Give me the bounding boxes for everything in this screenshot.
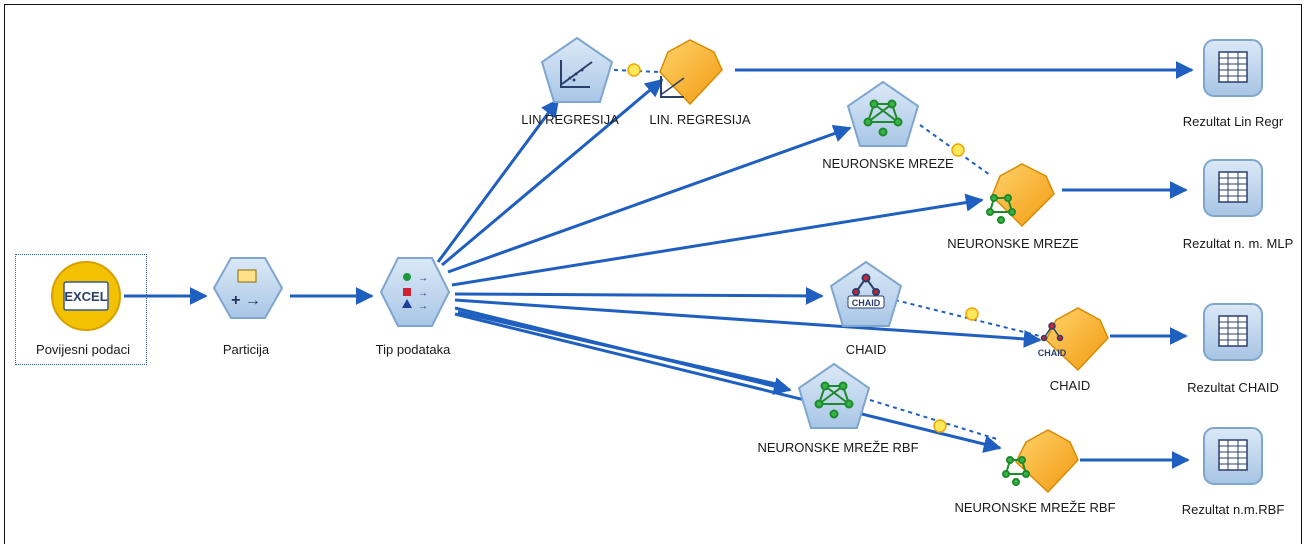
table-icon — [1218, 315, 1248, 347]
svg-text:+ →: + → — [231, 292, 261, 309]
svg-text:→: → — [418, 301, 428, 312]
node-label-nn-model: NEURONSKE MREZE — [822, 156, 954, 171]
node-label-table-chaid: Rezultat CHAID — [1187, 380, 1279, 395]
links — [124, 61, 1194, 469]
node-label-type: Tip podataka — [375, 342, 451, 357]
chaid-icon-text: CHAID — [1038, 348, 1067, 358]
node-label-chaid-model: CHAID — [845, 342, 887, 357]
table-mlp-node[interactable] — [1203, 159, 1263, 217]
link-type-linreg-nugget[interactable] — [441, 78, 664, 267]
nn-nugget-node[interactable] — [986, 163, 1055, 228]
link-type-rbf-model-2[interactable] — [457, 310, 786, 388]
table-rbf-node[interactable] — [1203, 427, 1263, 485]
tree-icon — [852, 273, 880, 296]
sparkle-icon — [933, 419, 947, 433]
node-label-table-rbf: Rezultat n.m.RBF — [1181, 502, 1285, 517]
rbf-model-node[interactable] — [797, 362, 871, 429]
node-label-source: Povijesni podaci — [36, 342, 130, 357]
linreg-nugget-node[interactable] — [659, 39, 723, 106]
tree-icon — [1040, 322, 1064, 342]
link-type-linreg-model[interactable] — [436, 98, 560, 263]
canvas-border — [4, 4, 1302, 544]
network-icon — [1002, 456, 1030, 486]
model-link-rbf — [869, 399, 1001, 441]
excel-icon: EXCEL — [64, 289, 107, 304]
link-type-chaid-nugget[interactable] — [454, 298, 1042, 348]
sparkles — [627, 63, 979, 433]
node-label-table-lin: Rezultat Lin Regr — [1182, 114, 1284, 129]
network-icon — [986, 194, 1016, 224]
scatter-icon — [660, 76, 685, 98]
stream-canvas: EXCEL + → → → → — [51, 36, 1263, 494]
type-icon: → → → — [402, 273, 428, 312]
link-type-chaid-model[interactable] — [454, 286, 824, 305]
node-label-linreg-model: LIN REGRESIJA — [521, 112, 619, 127]
selection-box — [15, 254, 147, 365]
link-type-rbf-nugget[interactable] — [454, 312, 1002, 453]
node-label-nn-nugget: NEURONSKE MREZE — [947, 236, 1079, 251]
table-icon — [1218, 51, 1248, 83]
sparkle-icon — [627, 63, 641, 77]
network-icon — [863, 99, 903, 137]
sparkle-icon — [965, 307, 979, 321]
type-node[interactable]: → → → — [379, 257, 451, 327]
chaid-model-node[interactable]: CHAID — [829, 260, 903, 327]
node-label-rbf-nugget: NEURONSKE MREŽE RBF — [954, 500, 1116, 515]
node-label-chaid-nugget: CHAID — [1049, 378, 1091, 393]
excel-source-node[interactable]: EXCEL — [51, 261, 121, 331]
node-label-rbf-model: NEURONSKE MREŽE RBF — [757, 440, 919, 455]
node-label-linreg-nugget: LIN. REGRESIJA — [649, 112, 751, 127]
linreg-model-node[interactable] — [540, 36, 614, 103]
node-label-partition: Particija — [222, 342, 270, 357]
link-type-nn-model[interactable] — [447, 124, 852, 274]
svg-text:→: → — [418, 288, 428, 299]
nn-model-node[interactable] — [846, 80, 920, 147]
chaid-icon-text: CHAID — [852, 298, 881, 308]
sparkle-icon — [951, 143, 965, 157]
table-chaid-node[interactable] — [1203, 303, 1263, 361]
table-icon — [1218, 439, 1248, 471]
chaid-nugget-node[interactable]: CHAID — [1038, 307, 1109, 372]
link-type-nn-nugget[interactable] — [451, 193, 984, 287]
svg-text:→: → — [418, 273, 428, 284]
node-label-table-mlp: Rezultat n. m. MLP — [1182, 236, 1294, 251]
partition-icon — [237, 269, 257, 283]
rbf-nugget-node[interactable] — [1002, 429, 1079, 494]
table-icon — [1218, 171, 1248, 203]
partition-node[interactable]: + → — [212, 257, 284, 319]
scatter-icon — [560, 60, 593, 88]
table-lin-node[interactable] — [1203, 39, 1263, 97]
network-icon — [814, 381, 854, 419]
